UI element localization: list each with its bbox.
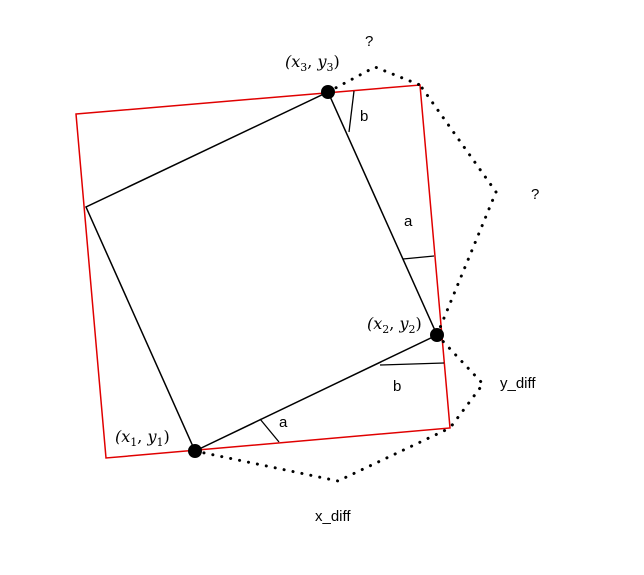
label-y-diff: y_diff <box>500 375 536 392</box>
inner-square <box>85 90 438 453</box>
segment-b-bottom <box>379 362 445 366</box>
dotted-y-diff-path <box>435 333 485 430</box>
point-p3 <box>321 85 335 99</box>
segment-b-top <box>348 90 355 133</box>
dotted-right-path <box>418 83 498 337</box>
point-p1 <box>188 444 202 458</box>
point-p2 <box>430 328 444 342</box>
segment-a-bottom <box>259 418 280 443</box>
label-a-right: a <box>404 213 413 230</box>
segment-a-right <box>402 255 435 260</box>
label-a-bottom: a <box>279 414 288 431</box>
question-mark-blue: ? <box>365 33 373 50</box>
label-p1: (x1, y1) <box>115 427 170 449</box>
label-p3: (x3, y3) <box>285 52 340 74</box>
dotted-x-diff-path <box>193 426 452 483</box>
label-b-top: b <box>360 108 368 125</box>
label-p2: (x2, y2) <box>367 314 422 336</box>
label-b-bottom: b <box>393 378 401 395</box>
question-mark-green: ? <box>531 186 539 203</box>
dotted-top-path <box>326 65 422 94</box>
outer-square <box>75 84 451 459</box>
label-x-diff: x_diff <box>315 508 351 525</box>
